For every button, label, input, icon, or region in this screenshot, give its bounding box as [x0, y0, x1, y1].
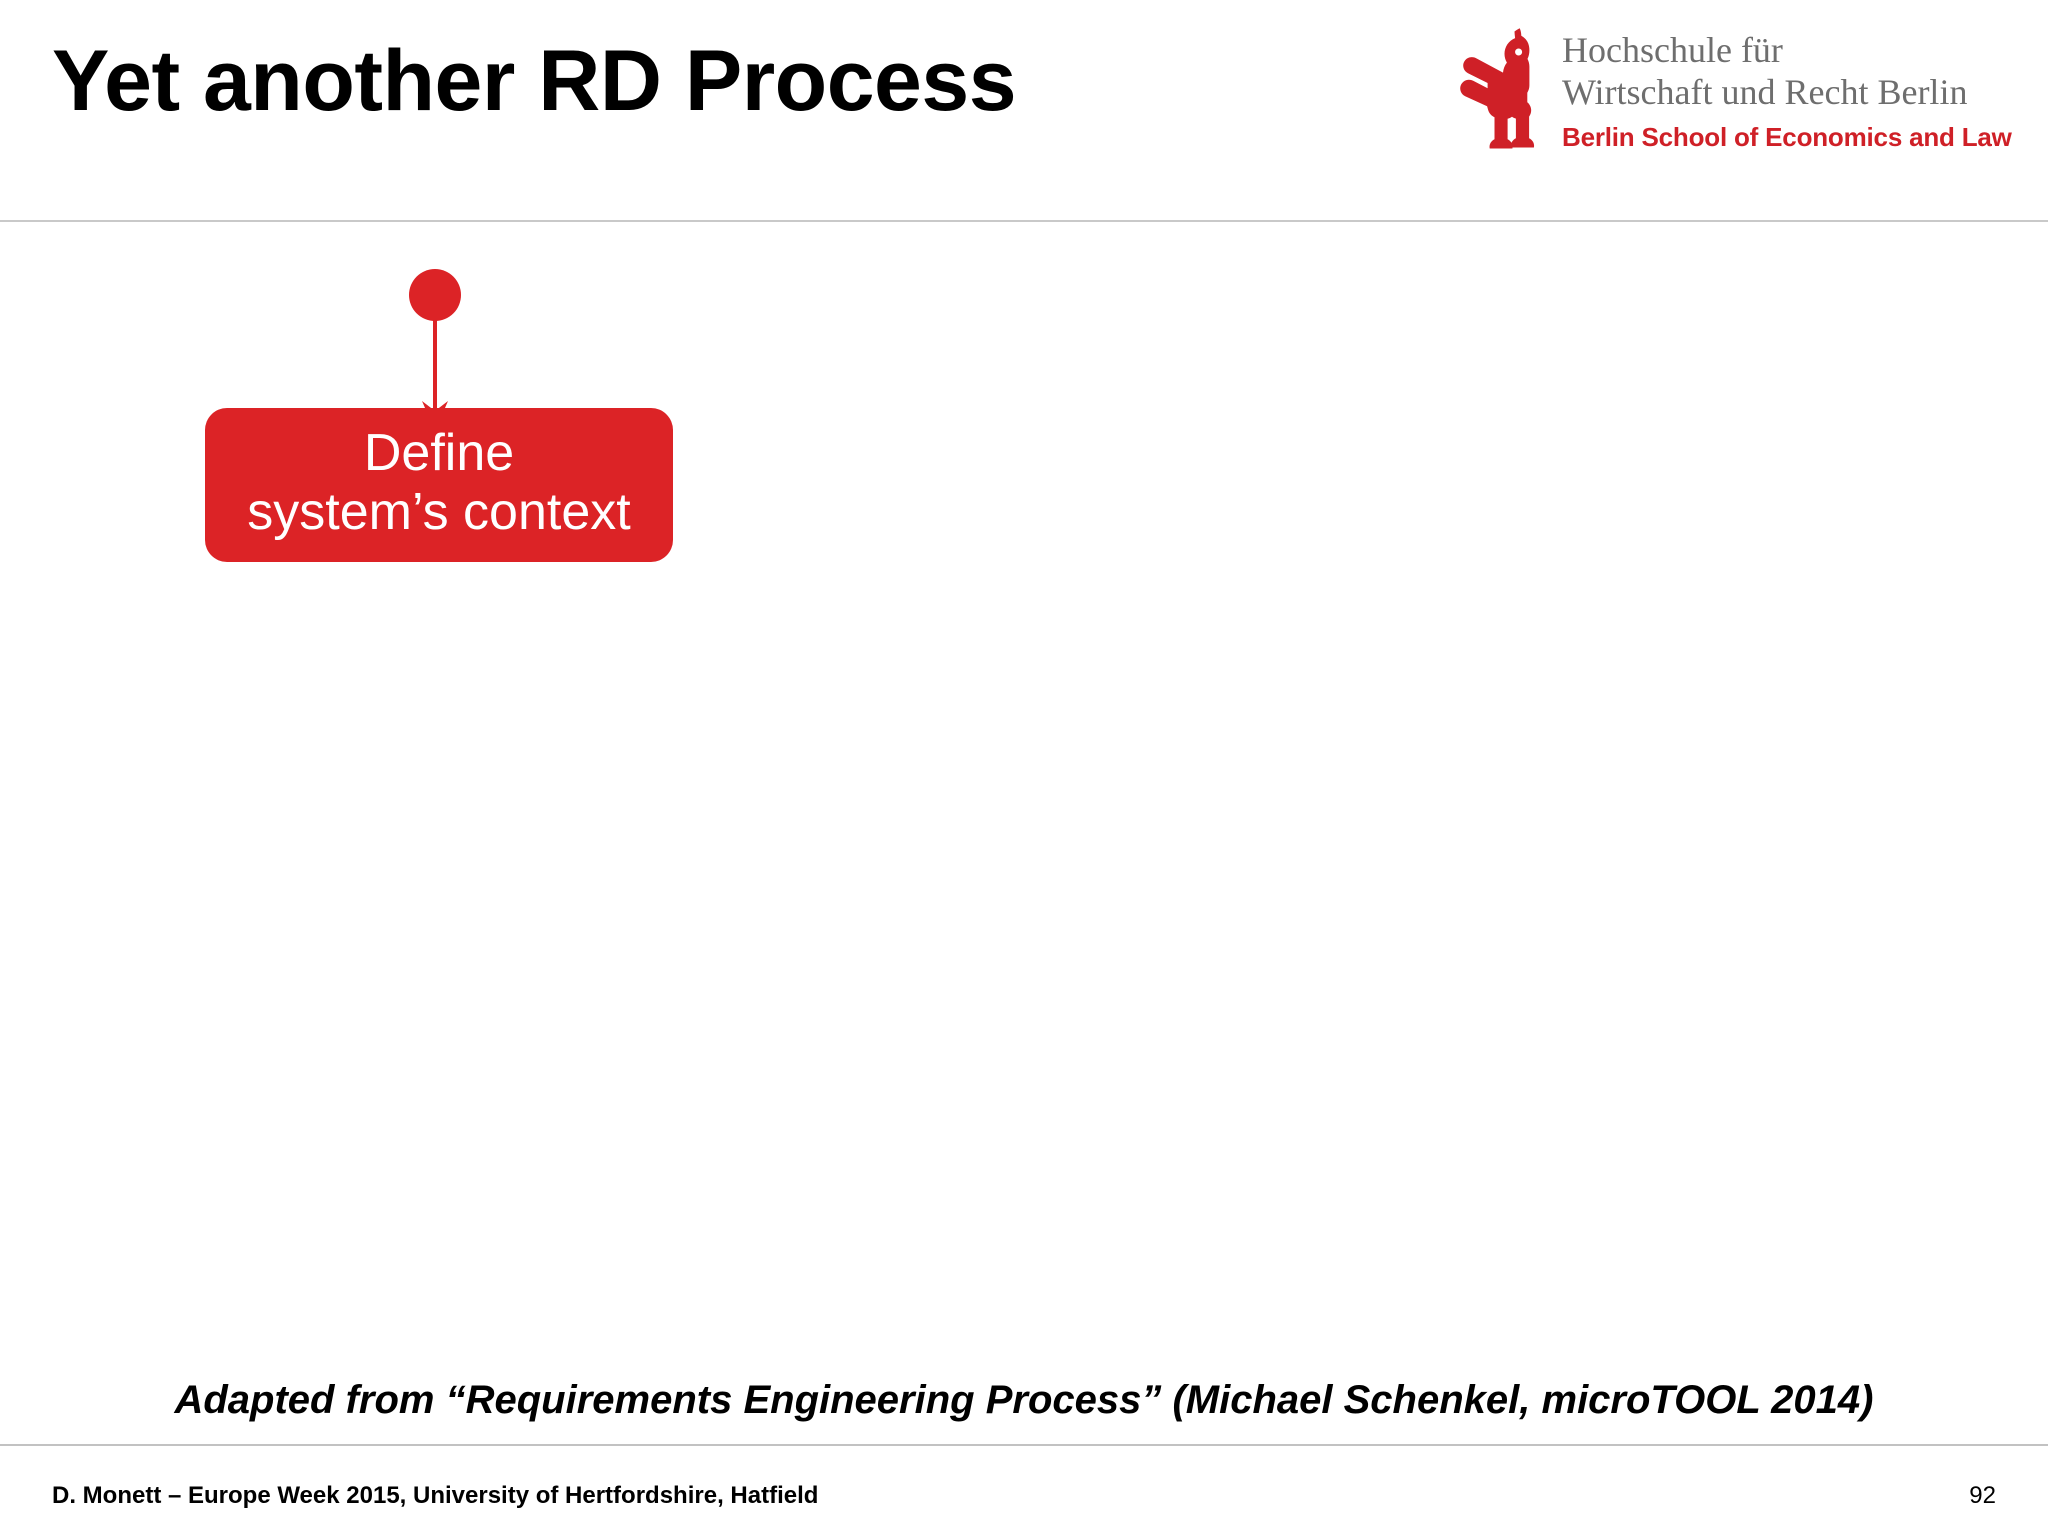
page-title: Yet another RD Process: [52, 33, 1017, 129]
berlin-bear-icon: [1460, 28, 1535, 149]
footer-divider: [0, 1444, 2048, 1446]
header-divider: [0, 220, 2048, 222]
process-node-line-2: system’s context: [247, 483, 631, 541]
footer-attribution: D. Monett – Europe Week 2015, University…: [52, 1482, 819, 1509]
process-node-line-1: Define: [363, 423, 515, 482]
page-number: 92: [1969, 1482, 1996, 1509]
start-event-node: [409, 269, 461, 321]
logo-wordmark: Hochschule für Wirtschaft und Recht Berl…: [1562, 28, 2026, 154]
process-node-define-system-context[interactable]: Define system’s context: [205, 408, 673, 562]
source-caption: Adapted from “Requirements Engineering P…: [174, 1378, 1874, 1422]
logo-line-1: Hochschule für: [1562, 30, 1783, 70]
process-flow-diagram: Define system’s context: [0, 220, 2048, 1400]
logo-line-2: Wirtschaft und Recht Berlin: [1562, 71, 1968, 112]
institution-logo: Hochschule für Wirtschaft und Recht Berl…: [1456, 28, 2026, 158]
logo-tagline: Berlin School of Economics and Law: [1562, 121, 2012, 152]
